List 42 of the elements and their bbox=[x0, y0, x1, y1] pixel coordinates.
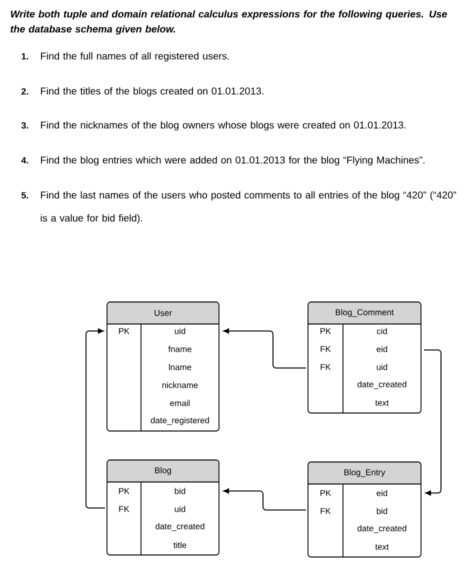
question-number: 4. bbox=[21, 157, 28, 164]
field-name: uid bbox=[174, 506, 186, 512]
question-number: 2. bbox=[22, 88, 28, 94]
arrow bbox=[424, 350, 442, 496]
field-name: bid bbox=[376, 508, 388, 514]
question-text: Find the last names of the users who posted comments to all entries of the blog “420” (“420” is a value for bid field). bbox=[40, 191, 456, 224]
question-number: 1. bbox=[22, 53, 28, 60]
key-label: PK bbox=[320, 328, 332, 334]
field-name: nickname bbox=[162, 382, 198, 388]
key-label: PK bbox=[119, 488, 130, 494]
field-name: text bbox=[375, 544, 389, 550]
question-text: Find the nicknames of the blog owners whose blogs were created on 01.01.2013. bbox=[41, 121, 406, 131]
question-number: 3. bbox=[21, 122, 28, 129]
key-label: FK bbox=[320, 364, 331, 370]
key-label: FK bbox=[320, 508, 331, 514]
arrow bbox=[223, 328, 306, 368]
field-name: date_registered bbox=[150, 417, 209, 425]
field-name: eid bbox=[376, 490, 388, 496]
arrow bbox=[86, 328, 106, 508]
field-name: eid bbox=[376, 346, 388, 352]
field-name: title bbox=[174, 542, 186, 548]
question-text: Find the titles of the blogs created on 01.01.2013. bbox=[41, 87, 264, 97]
key-label: FK bbox=[320, 346, 331, 352]
field-name: text bbox=[375, 400, 389, 406]
field-name: uid bbox=[376, 364, 388, 370]
field-name: email bbox=[170, 400, 190, 406]
question-number: 5. bbox=[21, 192, 28, 198]
field-name: bid bbox=[174, 488, 186, 494]
question-text: Find the blog entries which were added on 01.01.2013 for the blog “Flying Machines”. bbox=[41, 156, 424, 166]
question-text: Find the full names of all registered users. bbox=[41, 52, 229, 62]
arrow bbox=[223, 488, 306, 510]
key-label: PK bbox=[119, 328, 130, 334]
field-name: date_created bbox=[156, 523, 204, 531]
field-name: date_created bbox=[358, 381, 406, 389]
key-label: FK bbox=[119, 506, 130, 512]
field-name: uid bbox=[174, 328, 186, 334]
field-name: fname bbox=[168, 346, 192, 352]
instruction-text: Write both tuple and domain relational calculus expressions for the following queries. Use the database schema given below. bbox=[10, 10, 448, 35]
field-name: date_created bbox=[358, 525, 406, 533]
field-name: cid bbox=[376, 328, 387, 334]
field-name: lname bbox=[169, 364, 192, 370]
key-label: PK bbox=[320, 490, 332, 496]
